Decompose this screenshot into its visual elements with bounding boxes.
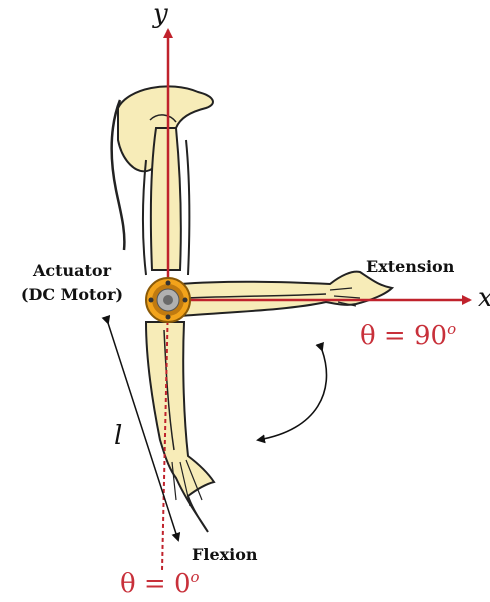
actuator-label-line2: (DC Motor) <box>21 285 123 304</box>
y-axis-label: y <box>152 0 168 29</box>
forearm-extension <box>180 272 392 316</box>
theta-extension-label: θ = 90o <box>360 320 456 351</box>
rotation-arc-arrow <box>258 350 326 440</box>
theta-extension-superscript: o <box>447 320 456 338</box>
theta-flexion-superscript: o <box>191 568 200 586</box>
dc-motor <box>146 278 190 322</box>
extension-label: Extension <box>366 257 455 276</box>
theta-flexion-label: θ = 0o <box>120 568 200 599</box>
x-axis-label: x <box>478 283 490 313</box>
actuator-label-line1: Actuator <box>32 261 112 280</box>
forearm-flexion <box>146 322 214 532</box>
length-label: l <box>114 421 122 451</box>
flexion-label: Flexion <box>192 545 258 564</box>
